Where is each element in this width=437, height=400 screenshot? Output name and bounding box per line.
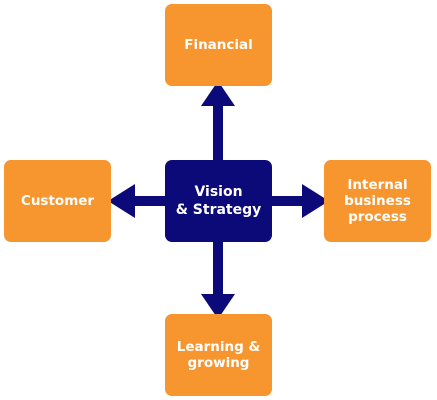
internal-business-process-box: Internal business process bbox=[324, 160, 431, 242]
arrow-down-head bbox=[201, 294, 235, 319]
arrow-up-head bbox=[201, 81, 235, 106]
arrow-right-head bbox=[302, 184, 329, 218]
arrow-right-shaft bbox=[270, 196, 304, 206]
internal-business-process-label: Internal business process bbox=[344, 177, 411, 225]
arrow-up-shaft bbox=[213, 104, 223, 162]
financial-label: Financial bbox=[184, 37, 253, 53]
arrow-left-shaft bbox=[133, 196, 167, 206]
customer-label: Customer bbox=[20, 193, 95, 209]
learning-growing-box: Learning & growing bbox=[165, 314, 272, 396]
vision-strategy-label: Vision & Strategy bbox=[175, 184, 262, 218]
arrow-down-shaft bbox=[213, 240, 223, 296]
arrow-left-head bbox=[108, 184, 135, 218]
customer-box: Customer bbox=[4, 160, 111, 242]
financial-box: Financial bbox=[165, 4, 272, 86]
learning-growing-label: Learning & growing bbox=[176, 339, 261, 371]
vision-strategy-box: Vision & Strategy bbox=[165, 160, 272, 242]
